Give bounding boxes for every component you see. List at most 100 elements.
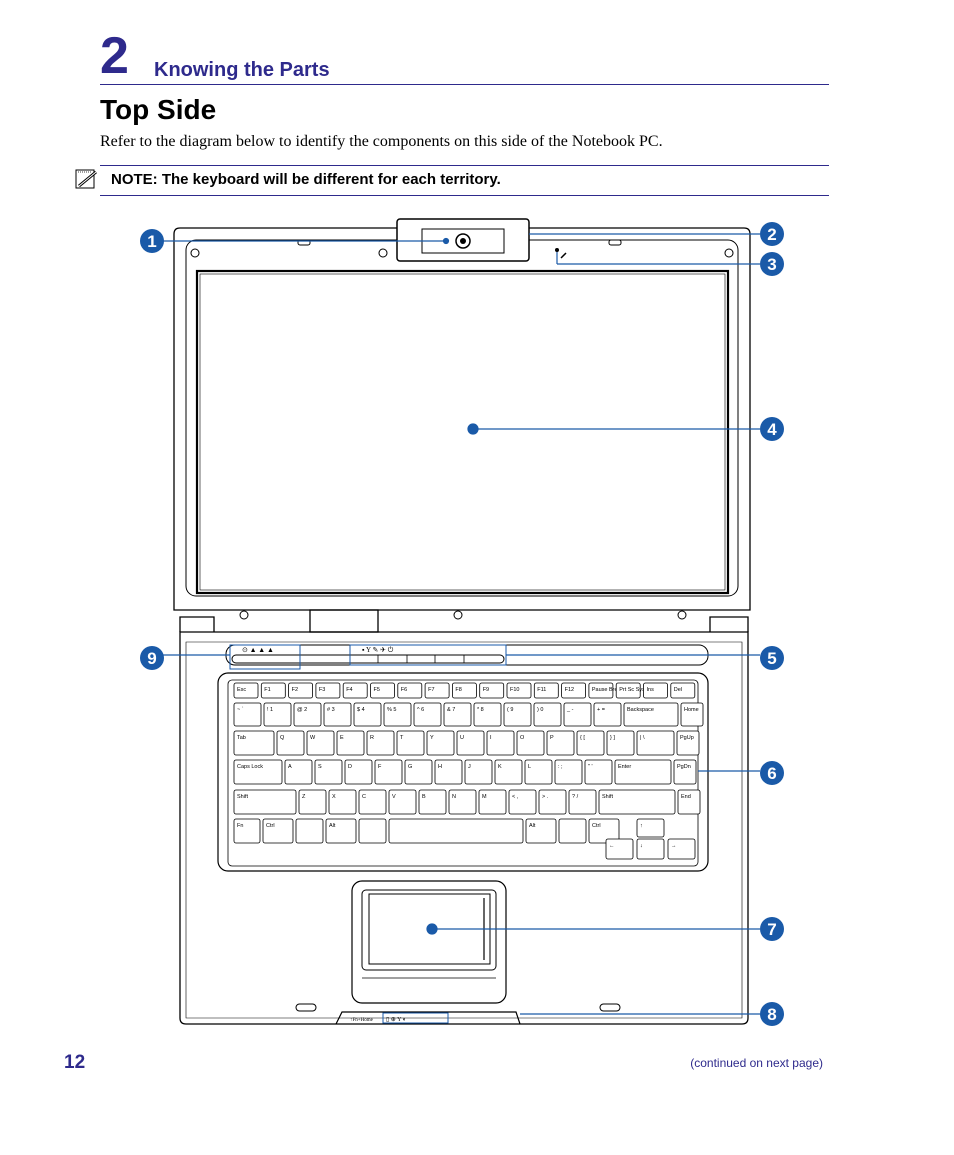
key-tab-5[interactable]: T bbox=[396, 730, 425, 756]
key-bottom-0[interactable]: Fn bbox=[233, 818, 261, 844]
key-caps-12[interactable]: Enter bbox=[614, 759, 672, 785]
key-tab-8-label: I bbox=[490, 735, 492, 741]
key-bottom-2[interactable] bbox=[295, 818, 324, 844]
key-fn-0[interactable]: Esc bbox=[233, 682, 259, 699]
key-fn-11[interactable]: F11 bbox=[533, 682, 559, 699]
key-fn-9[interactable]: F9 bbox=[479, 682, 505, 699]
key-arrow-right[interactable]: → bbox=[667, 838, 696, 860]
key-caps-8[interactable]: K bbox=[494, 759, 523, 785]
key-num-8[interactable]: * 8 bbox=[473, 702, 502, 727]
key-shift-4-label: V bbox=[392, 794, 396, 800]
key-arrow-down-label: ↓ bbox=[640, 843, 643, 849]
key-num-1[interactable]: ! 1 bbox=[263, 702, 292, 727]
key-bottom-3[interactable]: Alt bbox=[325, 818, 357, 844]
key-tab-12[interactable]: } ] bbox=[606, 730, 635, 756]
key-caps-2[interactable]: S bbox=[314, 759, 343, 785]
key-shift-1[interactable]: Z bbox=[298, 789, 327, 815]
key-shift-0[interactable]: Shift bbox=[233, 789, 297, 815]
key-caps-10[interactable]: : ; bbox=[554, 759, 583, 785]
key-fn-5[interactable]: F5 bbox=[370, 682, 395, 699]
key-num-3[interactable]: # 3 bbox=[323, 702, 352, 727]
key-num-9[interactable]: ( 9 bbox=[503, 702, 532, 727]
key-shift-3[interactable]: C bbox=[358, 789, 387, 815]
key-caps-13[interactable]: PgDn bbox=[673, 759, 697, 785]
key-caps-0[interactable]: Caps Lock bbox=[233, 759, 283, 785]
key-arrow-down[interactable]: ↓ bbox=[636, 838, 665, 860]
key-shift-11[interactable]: Shift bbox=[598, 789, 676, 815]
key-caps-10-label: : ; bbox=[558, 764, 563, 770]
key-bottom-8[interactable]: Ctrl bbox=[588, 818, 620, 844]
key-tab-9[interactable]: O bbox=[516, 730, 545, 756]
key-bottom-6[interactable]: Alt bbox=[525, 818, 557, 844]
key-num-2[interactable]: @ 2 bbox=[293, 702, 322, 727]
key-fn-14[interactable]: Prt Sc Sys Rq bbox=[615, 682, 653, 699]
key-tab-14[interactable]: PgUp bbox=[676, 730, 700, 756]
key-fn-16[interactable]: Del bbox=[670, 682, 696, 699]
key-arrow-up[interactable]: ↑ bbox=[636, 818, 665, 838]
key-fn-12[interactable]: F12 bbox=[561, 682, 586, 699]
key-shift-9[interactable]: > . bbox=[538, 789, 567, 815]
chapter-title: Knowing the Parts bbox=[154, 59, 330, 81]
key-shift-4[interactable]: V bbox=[388, 789, 417, 815]
key-tab-6[interactable]: Y bbox=[426, 730, 455, 756]
key-caps-7[interactable]: J bbox=[464, 759, 493, 785]
key-bottom-4[interactable] bbox=[358, 818, 387, 844]
key-shift-8[interactable]: < , bbox=[508, 789, 537, 815]
key-caps-9[interactable]: L bbox=[524, 759, 553, 785]
key-caps-4[interactable]: F bbox=[374, 759, 403, 785]
key-fn-9-label: F9 bbox=[483, 687, 489, 693]
key-caps-5[interactable]: G bbox=[404, 759, 433, 785]
key-fn-2[interactable]: F2 bbox=[288, 682, 314, 699]
key-tab-2[interactable]: W bbox=[306, 730, 335, 756]
key-num-4[interactable]: $ 4 bbox=[353, 702, 382, 727]
key-num-10[interactable]: ) 0 bbox=[533, 702, 562, 727]
key-num-6[interactable]: ^ 6 bbox=[413, 702, 442, 727]
key-shift-6[interactable]: N bbox=[448, 789, 477, 815]
key-tab-3[interactable]: E bbox=[336, 730, 365, 756]
key-tab-10[interactable]: P bbox=[546, 730, 575, 756]
key-tab-1[interactable]: Q bbox=[276, 730, 305, 756]
key-bottom-7[interactable] bbox=[558, 818, 587, 844]
key-tab-0[interactable]: Tab bbox=[233, 730, 275, 756]
key-fn-13[interactable]: Pause Break bbox=[588, 682, 624, 699]
key-fn-15[interactable]: Ins bbox=[643, 682, 668, 699]
key-caps-3[interactable]: D bbox=[344, 759, 373, 785]
key-fn-0-label: Esc bbox=[237, 687, 246, 693]
display-lid bbox=[173, 227, 751, 620]
key-num-11[interactable]: _ - bbox=[563, 702, 592, 727]
key-fn-7[interactable]: F7 bbox=[424, 682, 450, 699]
key-num-0[interactable]: ~ ` bbox=[233, 702, 262, 727]
key-shift-5[interactable]: B bbox=[418, 789, 447, 815]
key-tab-5-label: T bbox=[400, 735, 404, 741]
key-shift-2[interactable]: X bbox=[328, 789, 357, 815]
key-num-14[interactable]: Home bbox=[680, 702, 704, 727]
key-fn-10[interactable]: F10 bbox=[506, 682, 532, 699]
key-num-13[interactable]: Backspace bbox=[623, 702, 679, 727]
key-caps-1[interactable]: A bbox=[284, 759, 313, 785]
key-num-12[interactable]: + = bbox=[593, 702, 622, 727]
key-num-8-label: * 8 bbox=[477, 707, 484, 713]
key-fn-4[interactable]: F4 bbox=[342, 682, 368, 699]
key-tab-13[interactable]: | \ bbox=[636, 730, 675, 756]
callout-8: 8 bbox=[760, 1002, 784, 1026]
key-bottom-1[interactable]: Ctrl bbox=[262, 818, 294, 844]
key-fn-6[interactable]: F6 bbox=[397, 682, 423, 699]
key-tab-8[interactable]: I bbox=[486, 730, 515, 756]
key-tab-4[interactable]: R bbox=[366, 730, 395, 756]
key-fn-1[interactable]: F1 bbox=[260, 682, 286, 699]
key-fn-3[interactable]: F3 bbox=[315, 682, 341, 699]
key-shift-12[interactable]: End bbox=[677, 789, 701, 815]
key-shift-7[interactable]: M bbox=[478, 789, 507, 815]
key-caps-6[interactable]: H bbox=[434, 759, 463, 785]
key-arrow-left[interactable]: ← bbox=[605, 838, 634, 860]
key-bottom-5[interactable] bbox=[388, 818, 524, 844]
key-shift-10[interactable]: ? / bbox=[568, 789, 597, 815]
hinges bbox=[179, 609, 749, 633]
key-num-5[interactable]: % 5 bbox=[383, 702, 412, 727]
key-tab-7[interactable]: U bbox=[456, 730, 485, 756]
key-tab-14-label: PgUp bbox=[680, 735, 694, 741]
key-num-7[interactable]: & 7 bbox=[443, 702, 472, 727]
key-caps-11[interactable]: " ' bbox=[584, 759, 613, 785]
key-fn-8[interactable]: F8 bbox=[451, 682, 477, 699]
key-tab-11[interactable]: { [ bbox=[576, 730, 605, 756]
